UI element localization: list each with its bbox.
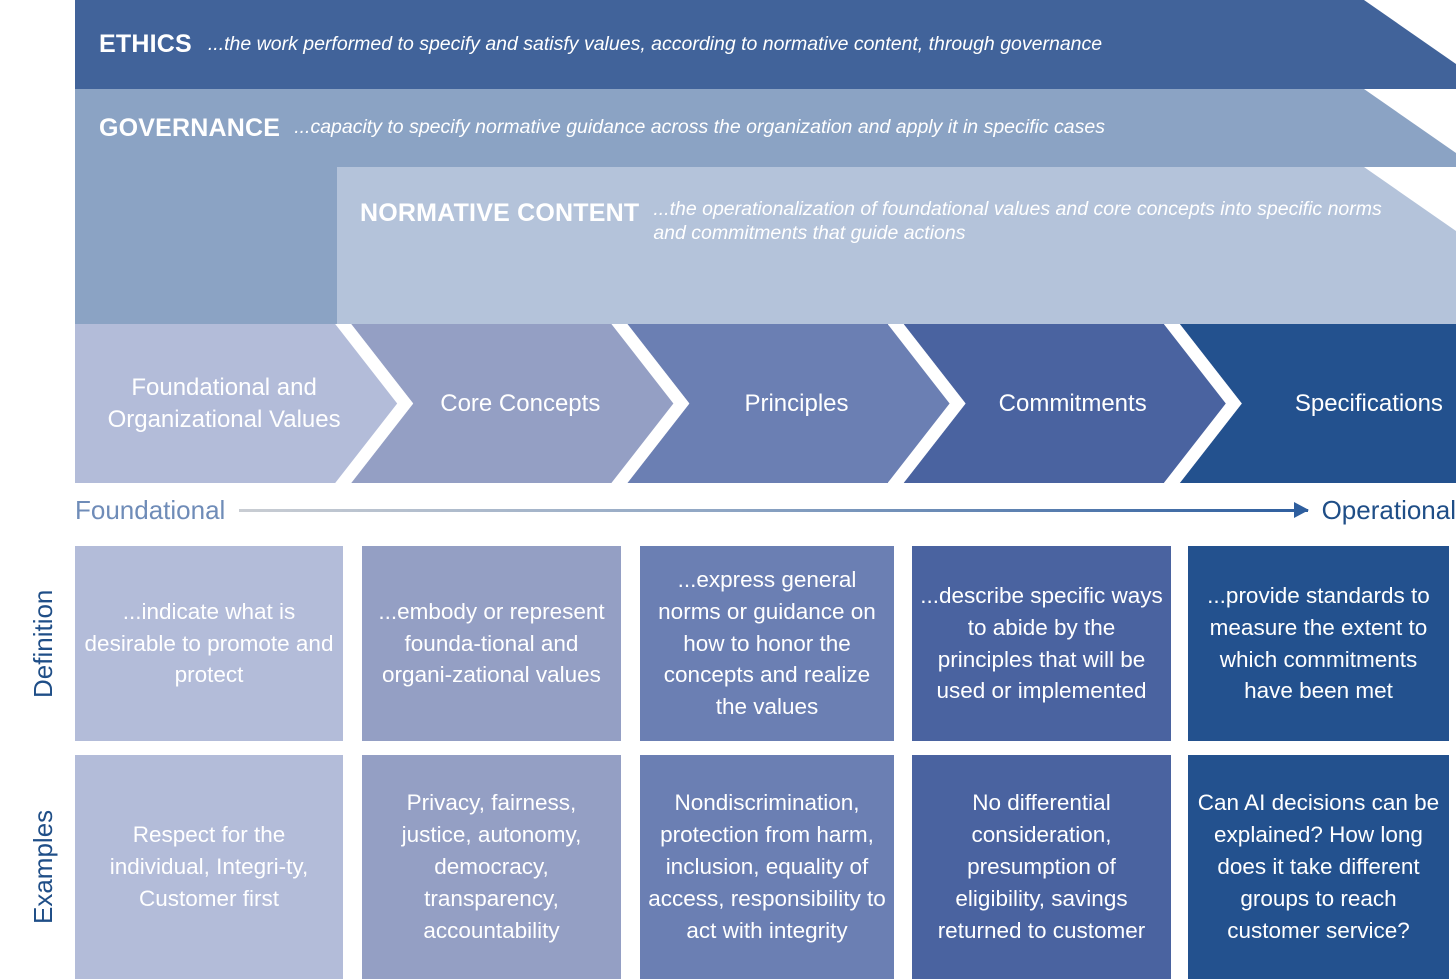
arrow-right-icon [1293,502,1309,518]
definition-row: Definition ...indicate what is desirable … [0,546,1456,741]
examples-cell-4[interactable]: No differential consideration, presumpti… [912,755,1171,979]
axis-line-wrap [239,500,1309,520]
normative-content-banner: NORMATIVE CONTENT ...the operationalizat… [337,167,1456,324]
stage-chevron-label: Foundational and Organizational Values [107,373,341,433]
examples-cell-2[interactable]: Privacy, fairness, justice, autonomy, de… [362,755,621,979]
examples-cell-text: Nondiscrimination, protection from harm,… [648,790,886,943]
examples-cell-1[interactable]: Respect for the individual, Integri-ty, … [75,755,343,979]
governance-banner: GOVERNANCE ...capacity to specify normat… [75,89,1456,167]
definition-cell-3[interactable]: ...express general norms or guidance on … [640,546,894,741]
stage-chevron-row: Foundational and Organizational Values Co… [75,324,1456,483]
definition-cell-4[interactable]: ...describe specific ways to abide by th… [912,546,1171,741]
definition-cell-text: ...express general norms or guidance on … [658,566,876,720]
stage-chevron-label: Principles [744,389,849,417]
ethics-banner: ETHICS ...the work performed to specify … [75,0,1456,89]
definition-cell-1[interactable]: ...indicate what is desirable to promote… [75,546,343,741]
normative-content-banner-title: NORMATIVE CONTENT [360,199,640,227]
examples-cell-3[interactable]: Nondiscrimination, protection from harm,… [640,755,894,979]
examples-cell-5[interactable]: Can AI decisions can be explained? How l… [1188,755,1449,979]
row-label-examples: Examples [28,809,58,925]
stage-chevron-label: Specifications [1294,389,1443,417]
governance-left-fill [75,167,337,324]
examples-row: Examples Respect for the individual, Inte… [0,755,1456,979]
definition-cell-text: ...embody or represent founda-tional and… [378,598,605,688]
examples-cell-text: Privacy, fairness, justice, autonomy, de… [401,790,582,943]
governance-banner-title: GOVERNANCE [99,113,281,142]
definition-cell-5[interactable]: ...provide standards to measure the exte… [1188,546,1449,741]
definition-cell-text: ...describe specific ways to abide by th… [920,582,1163,704]
axis-left-label: Foundational [75,494,226,525]
row-label-definition: Definition [28,589,58,698]
ethics-banner-description: ...the work performed to specify and sat… [207,32,1103,55]
foundational-operational-axis: Foundational Operational [75,487,1456,533]
normative-content-banner-description: ...the operationalization of foundationa… [653,198,1382,244]
definition-cell-2[interactable]: ...embody or represent founda-tional and… [362,546,621,741]
stage-chevron-label: Core Concepts [440,389,601,417]
definition-cell-text: ...indicate what is desirable to promote… [84,598,334,688]
definition-cell-text: ...provide standards to measure the exte… [1207,582,1430,704]
examples-cell-text: No differential consideration, presumpti… [937,790,1146,943]
axis-right-label: Operational [1321,494,1456,525]
stage-chevron-label: Commitments [998,389,1147,417]
axis-line [239,508,1308,512]
ethics-banner-title: ETHICS [99,30,192,58]
examples-cell-text: Can AI decisions can be explained? How l… [1197,790,1440,943]
examples-cell-text: Respect for the individual, Integri-ty, … [109,822,309,911]
governance-banner-description: ...capacity to specify normative guidanc… [294,116,1105,139]
